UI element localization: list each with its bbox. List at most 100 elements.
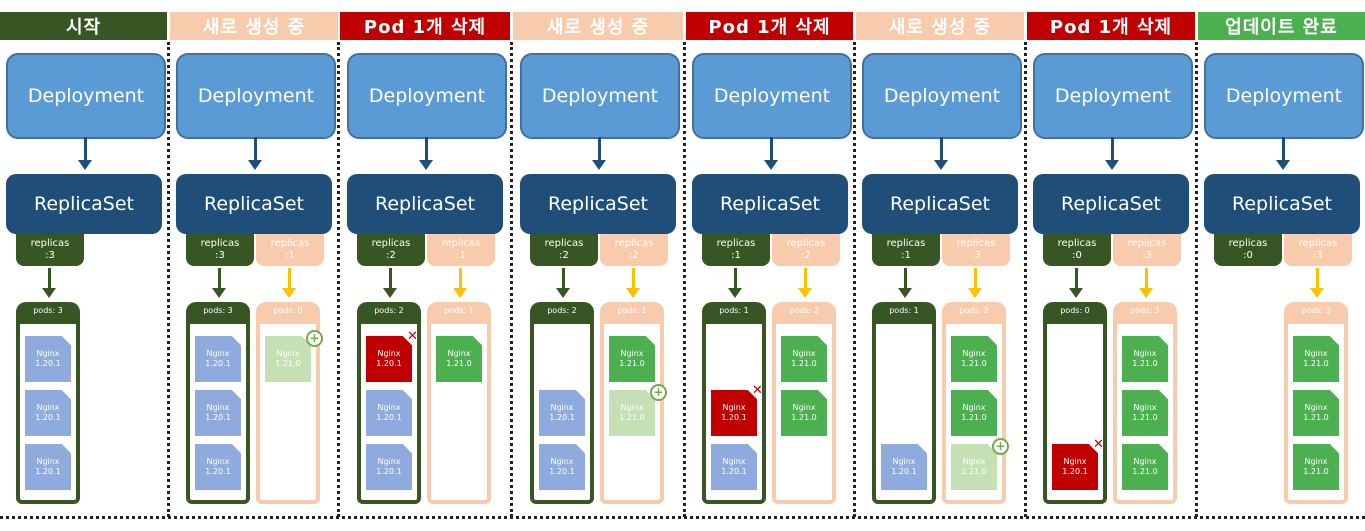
pod-version: 1.21.0 <box>791 359 817 368</box>
deployment-box: Deployment <box>1204 53 1364 139</box>
pod-version: 1.21.0 <box>961 413 987 422</box>
replicas-count: :0 <box>1072 250 1082 261</box>
replicaset-box: ReplicaSet <box>347 174 503 234</box>
replicas-old-tab: replicas:1 <box>872 234 940 266</box>
pod-version: 1.21.0 <box>1132 467 1158 476</box>
pod-name: Nginx <box>722 457 746 466</box>
replicas-label: replicas <box>786 238 826 249</box>
pod-name: Nginx <box>962 349 986 358</box>
replicas-new-tab: replicas:3 <box>1113 234 1181 266</box>
pod-name: Nginx <box>792 349 816 358</box>
pod-version: 1.20.1 <box>549 413 575 422</box>
deploy-to-rs-arrow <box>1276 137 1290 170</box>
replicas-old-tab: replicas:0 <box>1214 234 1282 266</box>
pods-count-label: pods: 2 <box>959 306 989 315</box>
pod-name: Nginx <box>377 403 401 412</box>
replicas-new-tab: replicas:3 <box>1284 234 1352 266</box>
pod-version: 1.21.0 <box>619 359 645 368</box>
replicas-label: replicas <box>1127 238 1167 249</box>
replicaset-box: ReplicaSet <box>692 174 848 234</box>
pod-version: 1.20.1 <box>549 467 575 476</box>
pod-name: Nginx <box>792 403 816 412</box>
replicaset-box: ReplicaSet <box>1204 174 1360 234</box>
pod-version: 1.21.0 <box>961 359 987 368</box>
deploy-to-rs-arrow <box>764 137 778 170</box>
replicaset-box: ReplicaSet <box>520 174 676 234</box>
old-pods-arrow <box>212 268 226 298</box>
replicas-count: :3 <box>971 250 981 261</box>
pod-name: Nginx <box>722 403 746 412</box>
add-plus-icon: + <box>650 384 667 401</box>
new-pods-arrow <box>798 268 812 298</box>
replicas-label: replicas <box>1298 238 1338 249</box>
replicas-count: :3 <box>45 250 55 261</box>
pod-name: Nginx <box>377 457 401 466</box>
deployment-box: Deployment <box>1033 53 1193 139</box>
pod-version: 1.21.0 <box>961 467 987 476</box>
replicas-old-tab: replicas:0 <box>1043 234 1111 266</box>
replicas-count: :2 <box>559 250 569 261</box>
pod-version: 1.21.0 <box>1303 413 1329 422</box>
pod-name: Nginx <box>206 349 230 358</box>
pods-count-label: pods: 0 <box>273 306 303 315</box>
pod-name: Nginx <box>206 403 230 412</box>
deploy-to-rs-arrow <box>934 137 948 170</box>
pods-count-label: pods: 2 <box>547 306 577 315</box>
pods-count-label: pods: 3 <box>203 306 233 315</box>
deploy-to-rs-arrow <box>592 137 606 170</box>
new-pods-arrow <box>626 268 640 298</box>
replicas-label: replicas <box>886 238 926 249</box>
replicaset-box: ReplicaSet <box>6 174 162 234</box>
new-pods-arrow <box>1139 268 1153 298</box>
pod-version: 1.21.0 <box>275 359 301 368</box>
pod-name: Nginx <box>1304 457 1328 466</box>
new-pods-arrow <box>453 268 467 298</box>
pod-version: 1.21.0 <box>619 413 645 422</box>
deploy-to-rs-arrow <box>419 137 433 170</box>
stage-divider <box>853 42 856 517</box>
replicas-old-tab: replicas:1 <box>702 234 770 266</box>
pod-name: Nginx <box>1304 349 1328 358</box>
pod-name: Nginx <box>550 403 574 412</box>
replicas-count: :1 <box>285 250 295 261</box>
pod-name: Nginx <box>1304 403 1328 412</box>
replicas-label: replicas <box>614 238 654 249</box>
new-pods-arrow <box>1310 268 1324 298</box>
pod-version: 1.21.0 <box>1303 467 1329 476</box>
pod-version: 1.20.1 <box>376 359 402 368</box>
pod-name: Nginx <box>1133 403 1157 412</box>
pod-version: 1.20.1 <box>376 413 402 422</box>
replicas-old-tab: replicas:3 <box>186 234 254 266</box>
replicas-label: replicas <box>544 238 584 249</box>
replicas-new-tab: replicas:1 <box>427 234 495 266</box>
pod-name: Nginx <box>550 457 574 466</box>
pod-version: 1.20.1 <box>1062 467 1088 476</box>
stage-title: 업데이트 완료 <box>1198 12 1365 40</box>
pod-name: Nginx <box>36 403 60 412</box>
replicas-label: replicas <box>716 238 756 249</box>
pod-name: Nginx <box>36 349 60 358</box>
pods-count-label: pods: 1 <box>444 306 474 315</box>
